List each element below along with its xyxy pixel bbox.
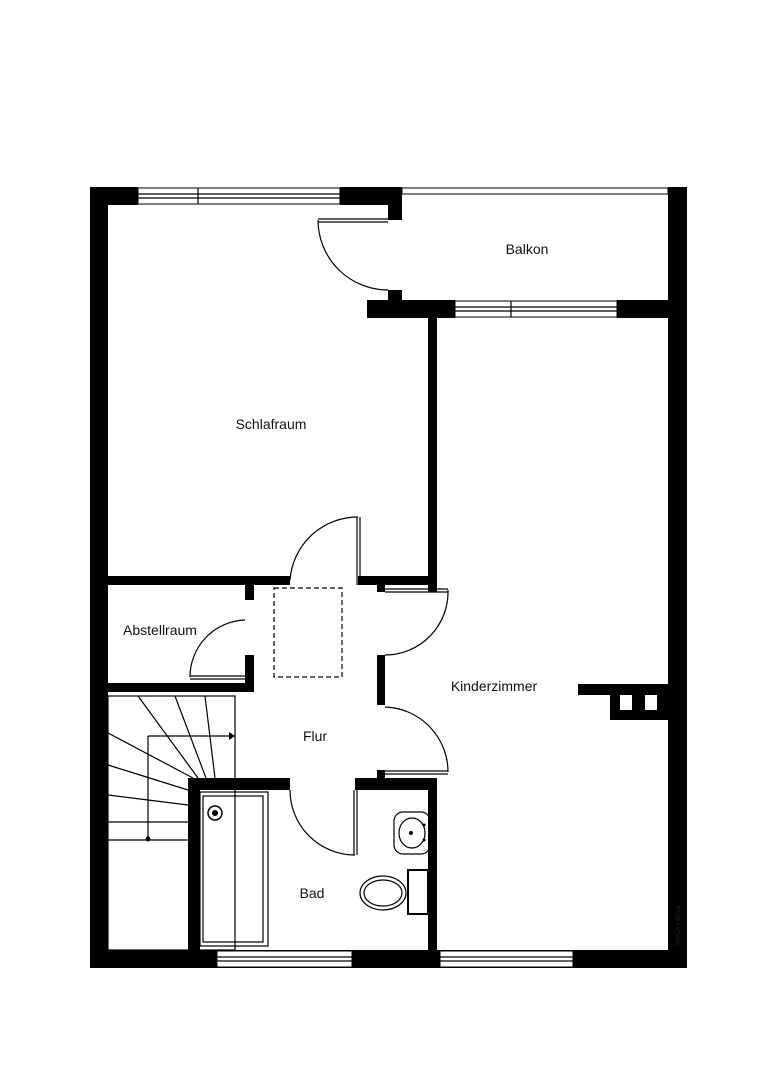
attic-hatch [273, 587, 343, 678]
room-label-abstellraum: Abstellraum [123, 622, 197, 638]
sink [393, 811, 431, 855]
room-label-flur: Flur [303, 728, 327, 744]
watermark: McGrundriss [675, 905, 682, 945]
doors [189, 218, 449, 856]
toilet [359, 869, 429, 915]
staircase [107, 695, 236, 951]
room-label-balkon: Balkon [506, 241, 549, 257]
room-label-kinderzimmer: Kinderzimmer [451, 678, 538, 694]
windows [137, 187, 669, 968]
bathtub [199, 791, 269, 947]
room-label-bad: Bad [300, 885, 325, 901]
room-label-schlafraum: Schlafraum [236, 416, 307, 432]
